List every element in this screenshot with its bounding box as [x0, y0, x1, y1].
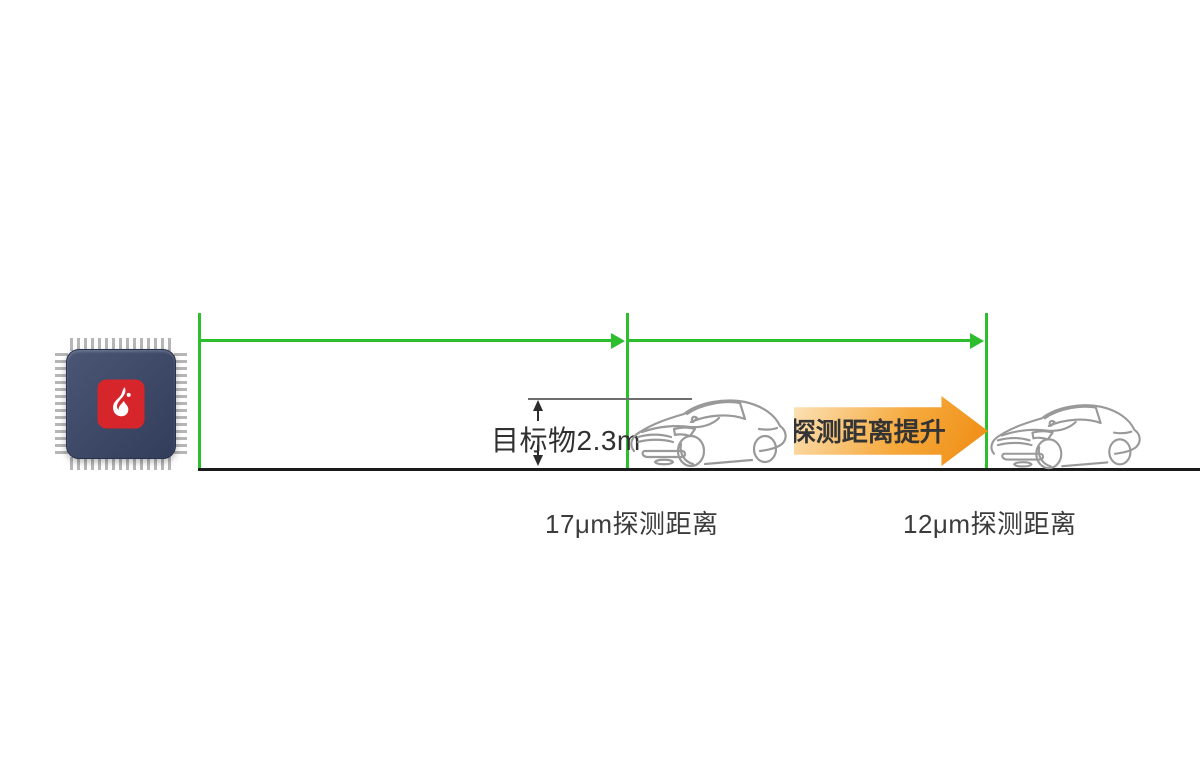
boost-arrow-icon: 探测距离提升	[794, 396, 988, 466]
boost-arrow-label: 探测距离提升	[789, 417, 946, 448]
chip-pins-left	[55, 353, 68, 455]
sensor-chip-icon	[55, 338, 187, 470]
line-17um-distance	[626, 313, 629, 471]
label-17um-distance: 17μm探测距离	[545, 509, 719, 539]
ground-line	[198, 468, 1200, 471]
target-height-label: 目标物2.3m	[491, 425, 641, 456]
range-arrow-12um	[629, 332, 984, 349]
arrow-right-icon	[611, 332, 625, 349]
target-height-topline	[528, 398, 692, 400]
label-12um-distance: 12μm探测距离	[903, 509, 1077, 539]
chip-body	[66, 349, 176, 459]
flame-logo-icon	[97, 379, 145, 429]
chip-pins-top	[70, 338, 172, 351]
line-12um-distance	[985, 313, 988, 471]
chip-pins-right	[174, 353, 187, 455]
range-arrow-17um	[201, 332, 625, 349]
target-height-dimension-arrow	[533, 400, 543, 466]
sensor-position-line	[198, 313, 201, 471]
chip-pins-bottom	[70, 457, 172, 470]
car-sketch-17um	[630, 399, 787, 468]
arrow-right-icon	[970, 332, 984, 349]
car-sketch-12um	[990, 404, 1141, 470]
